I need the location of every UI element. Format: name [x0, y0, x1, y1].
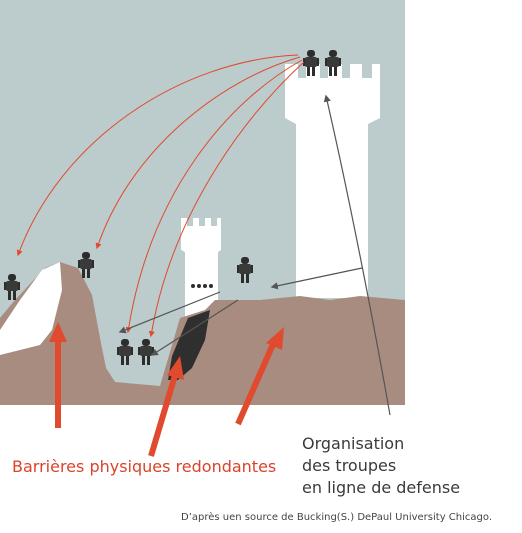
main-tower: [285, 64, 380, 298]
organisation-line-3: en ligne de defense: [302, 478, 461, 497]
organisation-line-1: Organisation: [302, 434, 405, 453]
barriers-label: Barrières physiques redondantes: [12, 457, 277, 476]
source-credit: D’après uen source de Bucking(S.) DePaul…: [181, 512, 492, 523]
small-tower: [181, 218, 221, 318]
organisation-line-2: des troupes: [302, 456, 397, 475]
barrier-arrows: [49, 322, 284, 457]
red-trajectory-arrows: [16, 54, 305, 338]
left-rampart: [0, 262, 62, 355]
grey-arrows: [118, 94, 391, 416]
organisation-label: Organisation des troupes en ligne de def…: [302, 433, 460, 499]
